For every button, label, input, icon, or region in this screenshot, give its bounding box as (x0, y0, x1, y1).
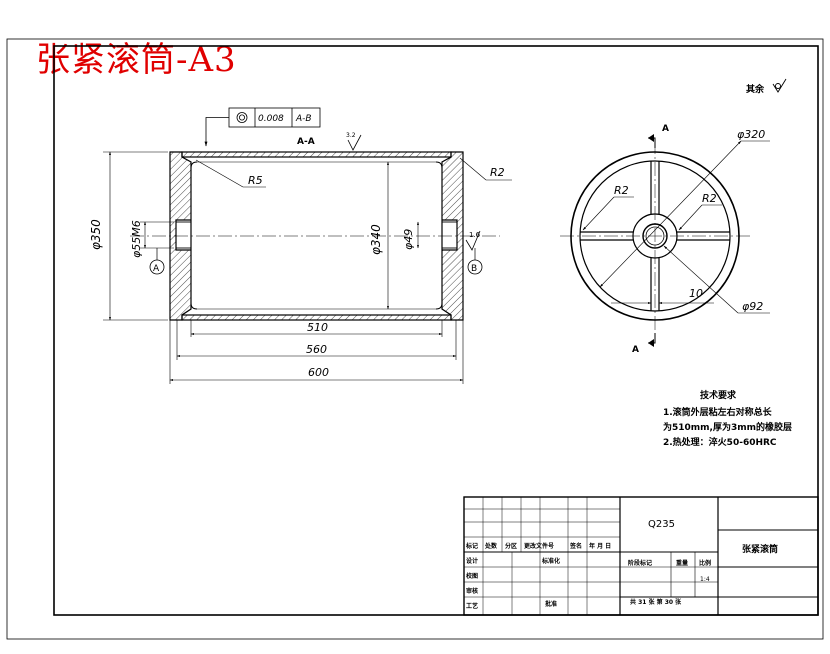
dim-small-bore: φ49 (402, 229, 415, 250)
runout-icon (236, 112, 248, 123)
sheet-inner-border (53, 45, 819, 616)
dim-320: φ320 (737, 128, 765, 141)
sheet-outer-border (6, 38, 824, 640)
datum-a-marker (149, 259, 165, 275)
roughness-symbol (772, 78, 787, 93)
header-marker: 标记 (465, 542, 478, 550)
material: Q235 (648, 519, 675, 530)
dim-560: 560 (306, 343, 327, 356)
roughness-note-label: 其余 (746, 83, 765, 95)
dim-rib: 10 (689, 287, 703, 300)
shell-top (181, 151, 452, 158)
shell-bottom (181, 314, 452, 321)
datum-a-label: A (153, 264, 160, 274)
bore-roughness-symbol (465, 230, 481, 251)
section-mark-bottom: A (632, 345, 639, 355)
section-roughness-value: 3.2 (346, 132, 356, 139)
section-roughness-symbol (347, 134, 362, 151)
dim-r2-right: R2 (702, 192, 717, 205)
section-view: 0.008 A-B A-A 3.2 φ350 φ5 (89, 107, 512, 384)
header-change-doc: 更改文件号 (524, 542, 554, 550)
tolerance-value: 0.008 (258, 114, 284, 124)
datum-b-marker (467, 259, 483, 275)
dim-r5: R5 (248, 174, 263, 187)
dim-r2: R2 (490, 166, 505, 179)
row-process: 工艺 (466, 602, 478, 610)
tech-req-line2: 为510mm,厚为3mm的橡胶层 (663, 421, 792, 433)
dim-bore: φ55M6 (130, 220, 143, 258)
dim-inner-dia: φ340 (369, 224, 383, 255)
right-flange (441, 151, 464, 321)
tech-req-heading: 技术要求 (700, 389, 737, 401)
scale-value: 1:4 (700, 576, 710, 583)
dim-510: 510 (307, 321, 328, 334)
section-mark-top: A (662, 124, 669, 134)
sheet-count: 共 31 张 第 30 张 (630, 598, 682, 606)
row-approve: 批准 (545, 600, 557, 608)
scale-label: 比例 (699, 559, 711, 567)
tech-req-line3: 2.热处理：淬火50-60HRC (663, 436, 777, 448)
row-review: 审核 (466, 587, 478, 595)
dim-outer-dia: φ350 (89, 219, 103, 250)
dim-r2-left: R2 (614, 184, 629, 197)
datum-b-label: B (471, 264, 477, 274)
header-date: 年 月 日 (589, 542, 611, 550)
tolerance-datum: A-B (295, 114, 312, 124)
tech-requirements: 技术要求 1.滚筒外层粘左右对称总长 为510mm,厚为3mm的橡胶层 2.热处… (663, 389, 792, 448)
part-name: 张紧滚筒 (742, 543, 778, 555)
end-view: A A φ320 R2 R2 10 φ92 (560, 124, 770, 355)
dim-600: 600 (308, 366, 329, 379)
header-count: 处数 (484, 542, 498, 550)
roughness-16: 1.6 (469, 231, 481, 239)
weight-label: 重量 (676, 559, 688, 567)
title-block-text: Q235 张紧滚筒 标记 处数 分区 更改文件号 签名 年 月 日 设计 标准化… (465, 519, 778, 610)
stage-label: 阶段标记 (628, 559, 652, 567)
section-label: A-A (297, 137, 315, 147)
header-sign: 签名 (569, 542, 582, 550)
row-standard: 标准化 (541, 557, 560, 565)
tech-req-line1: 1.滚筒外层粘左右对称总长 (663, 406, 773, 418)
row-check: 校图 (466, 572, 478, 580)
title-block (463, 496, 819, 616)
dim-92: φ92 (742, 300, 763, 313)
row-design: 设计 (466, 557, 478, 565)
header-zone: 分区 (505, 542, 517, 550)
